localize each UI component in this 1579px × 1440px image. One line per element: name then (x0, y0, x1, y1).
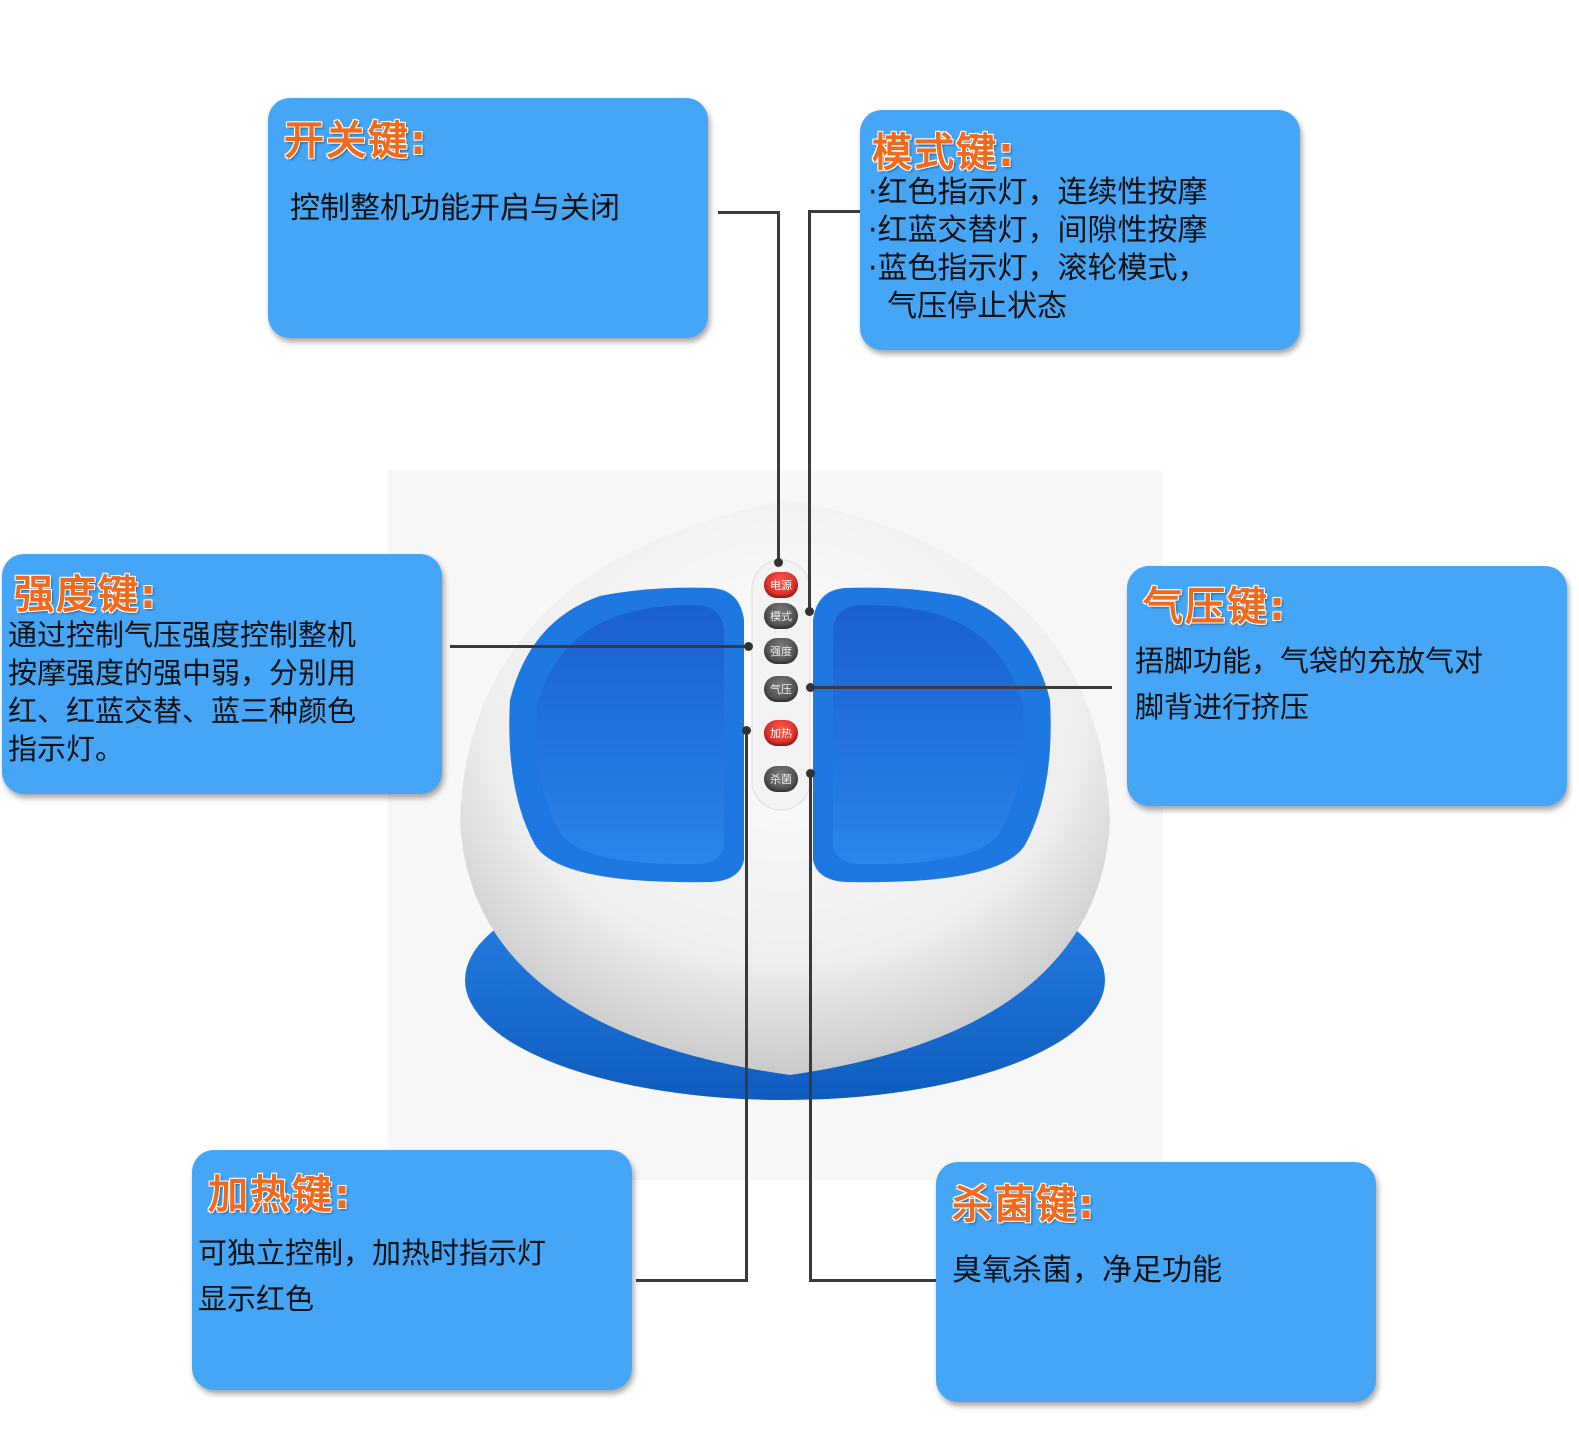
sterilize-leader-dot (806, 769, 815, 778)
heat-leader-h (636, 1279, 748, 1282)
callout-heat-title: 加热键: (208, 1172, 352, 1218)
callout-mode: 模式键: ·红色指示灯，连续性按摩 ·红蓝交替灯，间隙性按摩 ·蓝色指示灯，滚轮… (860, 110, 1300, 350)
sterilize-button[interactable]: 杀菌 (764, 766, 798, 792)
intensity-leader-dot (744, 642, 753, 651)
intensity-button[interactable]: 强度 (764, 638, 798, 664)
callout-power-text: 控制整机功能开启与关闭 (290, 191, 620, 226)
callout-sterilize-text: 臭氧杀菌，净足功能 (952, 1253, 1222, 1288)
sterilize-leader-h (809, 1279, 939, 1282)
callout-air-pressure: 气压键: 捂脚功能，气袋的充放气对 脚背进行挤压 (1127, 566, 1567, 806)
mode-leader-v (808, 210, 811, 610)
power-button[interactable]: 电源 (764, 572, 798, 598)
callout-air-pressure-text: 捂脚功能，气袋的充放气对 脚背进行挤压 (1135, 644, 1484, 724)
power-leader-dot (774, 558, 783, 567)
mode-leader-h (808, 210, 860, 213)
callout-intensity-text: 通过控制气压强度控制整机 按摩强度的强中弱，分别用 红、红蓝交替、蓝三种颜色 指… (8, 618, 357, 766)
pressure-leader-h (810, 686, 1112, 689)
callout-intensity: 强度键: 通过控制气压强度控制整机 按摩强度的强中弱，分别用 红、红蓝交替、蓝三… (2, 554, 442, 794)
callout-power: 开关键: 控制整机功能开启与关闭 (268, 98, 708, 338)
sterilize-leader-v (809, 773, 812, 1282)
air-pressure-button[interactable]: 气压 (764, 676, 798, 702)
power-leader-h (718, 211, 780, 214)
callout-intensity-title: 强度键: (14, 572, 158, 618)
pressure-leader-dot (806, 683, 815, 692)
callout-heat: 加热键: 可独立控制，加热时指示灯 显示红色 (192, 1150, 632, 1390)
heat-leader-dot (742, 726, 751, 735)
callout-air-pressure-title: 气压键: (1143, 584, 1287, 630)
callout-sterilize-title: 杀菌键: (952, 1182, 1096, 1228)
power-leader-v (777, 211, 780, 561)
callout-power-title: 开关键: (284, 118, 428, 164)
heat-leader-v (745, 730, 748, 1282)
callout-heat-text: 可独立控制，加热时指示灯 显示红色 (198, 1236, 547, 1316)
heat-button[interactable]: 加热 (764, 720, 798, 746)
mode-leader-dot (805, 607, 814, 616)
callout-mode-text: ·红色指示灯，连续性按摩 ·红蓝交替灯，间隙性按摩 ·蓝色指示灯，滚轮模式， 气… (868, 175, 1208, 324)
callout-sterilize: 杀菌键: 臭氧杀菌，净足功能 (936, 1162, 1376, 1402)
mode-button[interactable]: 模式 (764, 603, 798, 629)
intensity-leader-h (450, 645, 748, 648)
callout-mode-title: 模式键: (872, 130, 1016, 176)
